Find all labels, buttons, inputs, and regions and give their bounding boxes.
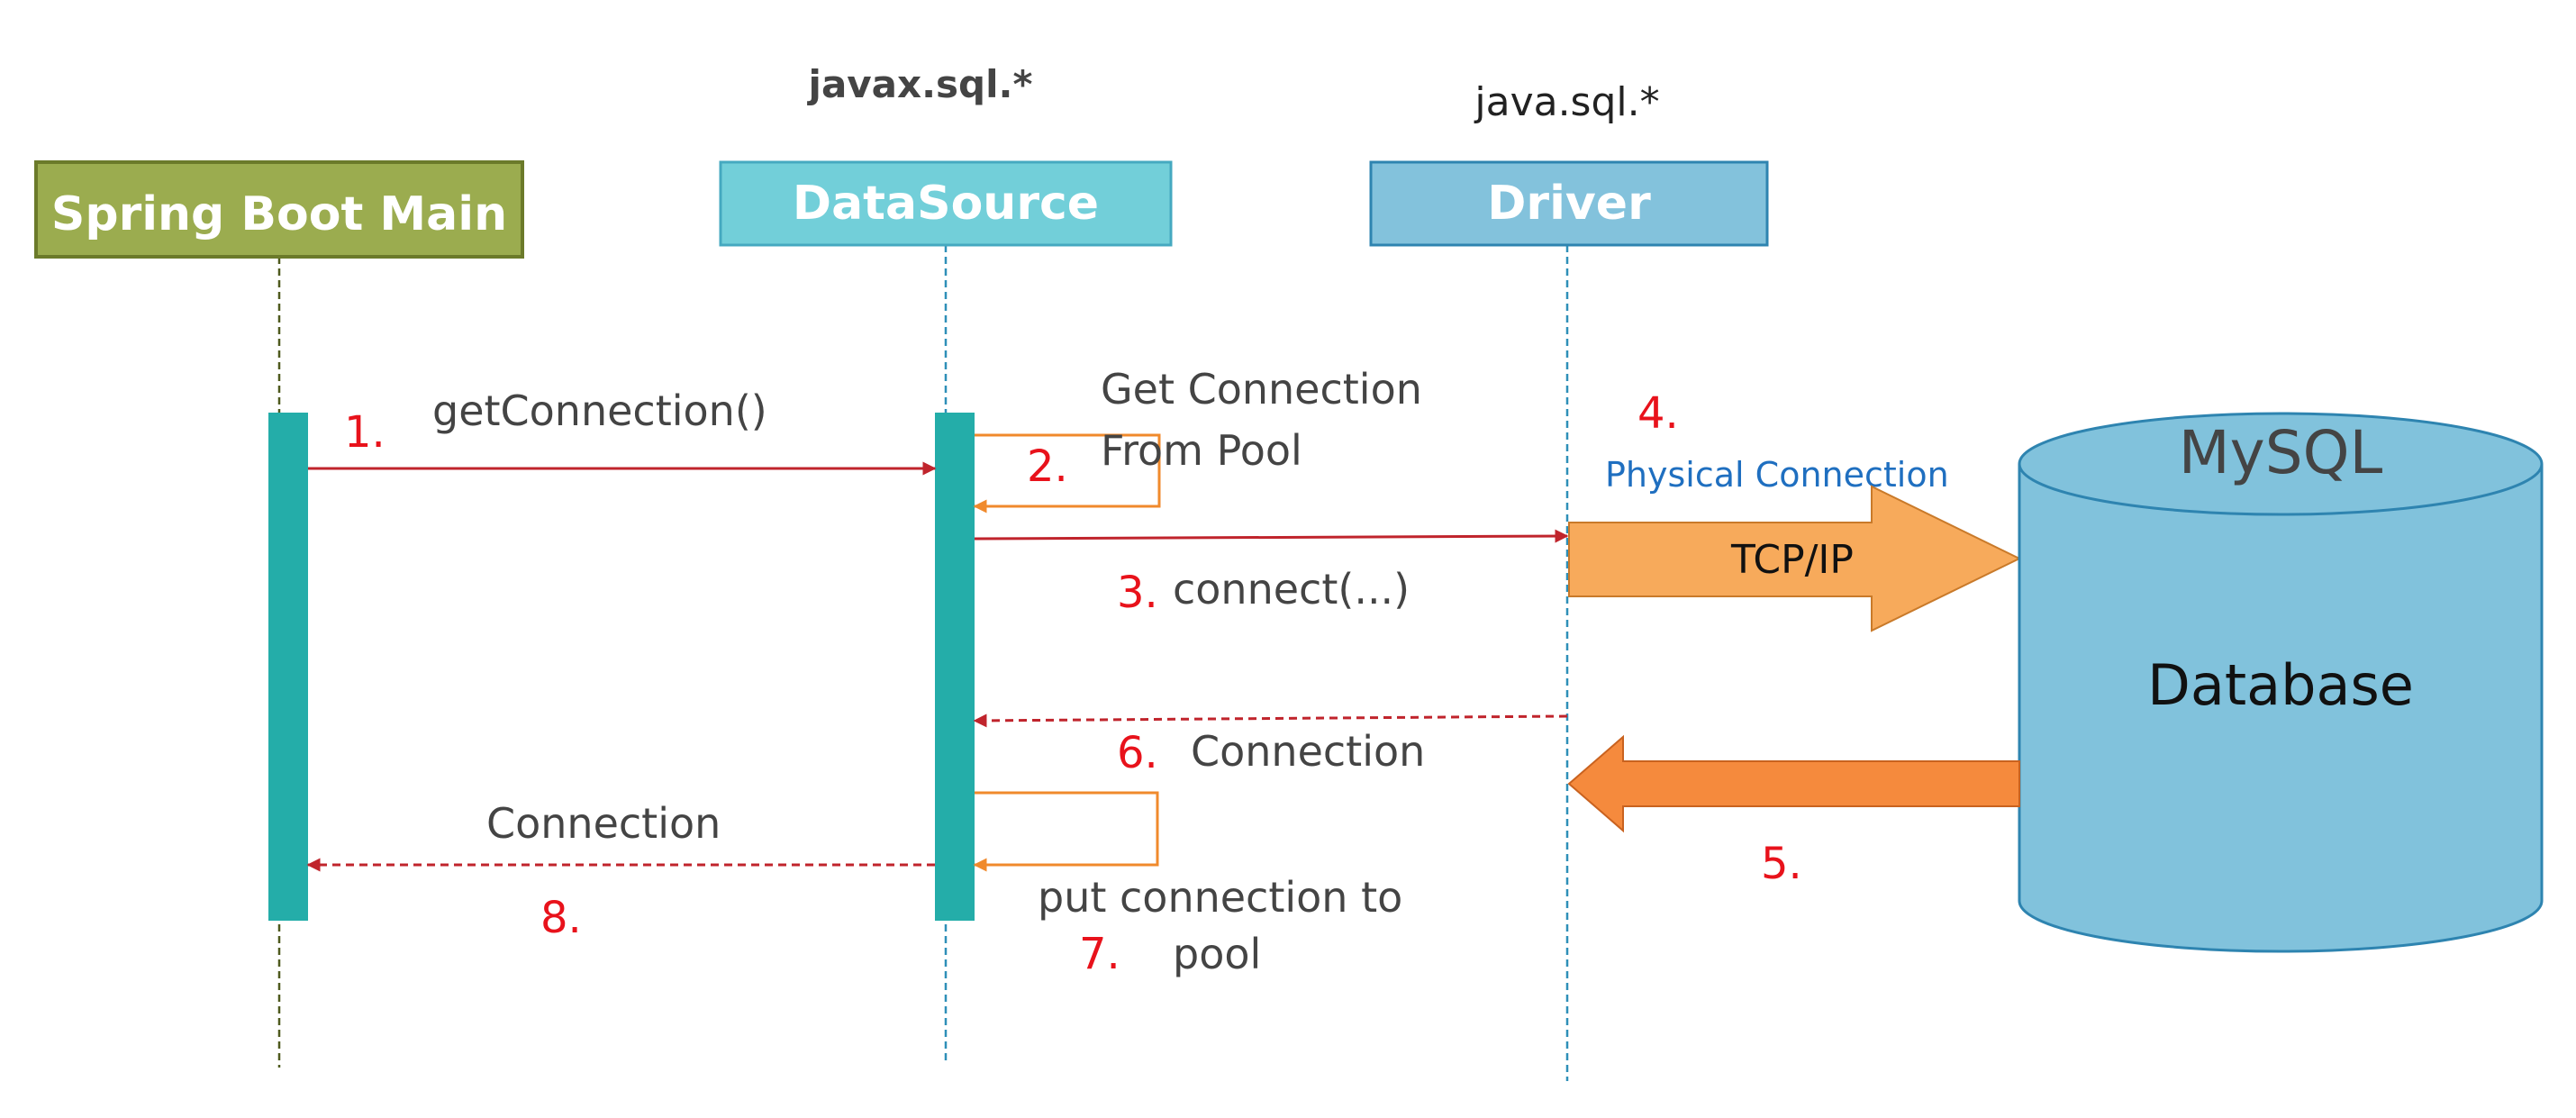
step-number: 7. bbox=[1079, 929, 1120, 979]
message-return-connection-main: Connection 8. bbox=[306, 799, 935, 943]
database-return-arrow bbox=[1567, 734, 2020, 833]
datasource-package-label: javax.sql.* bbox=[807, 62, 1033, 106]
step-number: 8. bbox=[540, 893, 582, 943]
participant-datasource: DataSource bbox=[719, 160, 1173, 247]
message-return-connection-driver: 6. Connection bbox=[973, 714, 1568, 778]
participant-label: DataSource bbox=[793, 177, 1099, 231]
message-put-connection-to-pool: put connection to 7. pool bbox=[973, 791, 1402, 979]
physical-connection-label: Physical Connection bbox=[1605, 455, 1949, 495]
tcp-ip-label: TCP/IP bbox=[1730, 537, 1854, 583]
participant-label: Driver bbox=[1487, 177, 1651, 231]
message-label: put connection to bbox=[1038, 873, 1402, 922]
step-number: 5. bbox=[1761, 839, 1802, 889]
datasource-activation-bar bbox=[935, 413, 975, 921]
step-number: 2. bbox=[1027, 441, 1068, 492]
driver-package-label: java.sql.* bbox=[1474, 79, 1659, 125]
message-label: pool bbox=[1173, 930, 1261, 978]
step-number: 6. bbox=[1117, 728, 1158, 778]
database-name: MySQL bbox=[2179, 418, 2383, 487]
message-get-connection: 1. getConnection() bbox=[308, 386, 937, 476]
message-label: Connection bbox=[1191, 727, 1425, 776]
physical-connection: 4. Physical Connection TCP/IP bbox=[1568, 388, 2022, 632]
step-number: 4. bbox=[1637, 388, 1679, 439]
participant-spring-boot-main: Spring Boot Main bbox=[34, 160, 524, 259]
main-activation-bar bbox=[268, 413, 308, 921]
step-number: 1. bbox=[344, 407, 385, 458]
database-label: Database bbox=[2147, 652, 2414, 718]
database-return: 5. bbox=[1567, 734, 2020, 889]
step-number: 3. bbox=[1117, 568, 1158, 618]
tcp-ip-arrow bbox=[1568, 485, 2022, 632]
message-label: Get Connection bbox=[1101, 365, 1422, 414]
message-label: Connection bbox=[486, 799, 721, 848]
message-label: getConnection() bbox=[432, 386, 767, 435]
participant-driver: Driver bbox=[1369, 160, 1769, 247]
mysql-database: MySQL Database bbox=[2018, 412, 2544, 953]
message-get-connection-from-pool: 2. Get Connection From Pool bbox=[973, 365, 1422, 514]
message-label: connect(...) bbox=[1173, 565, 1410, 614]
message-connect: 3. connect(...) bbox=[974, 529, 1569, 618]
message-label: From Pool bbox=[1101, 426, 1302, 475]
participant-label: Spring Boot Main bbox=[51, 187, 507, 241]
